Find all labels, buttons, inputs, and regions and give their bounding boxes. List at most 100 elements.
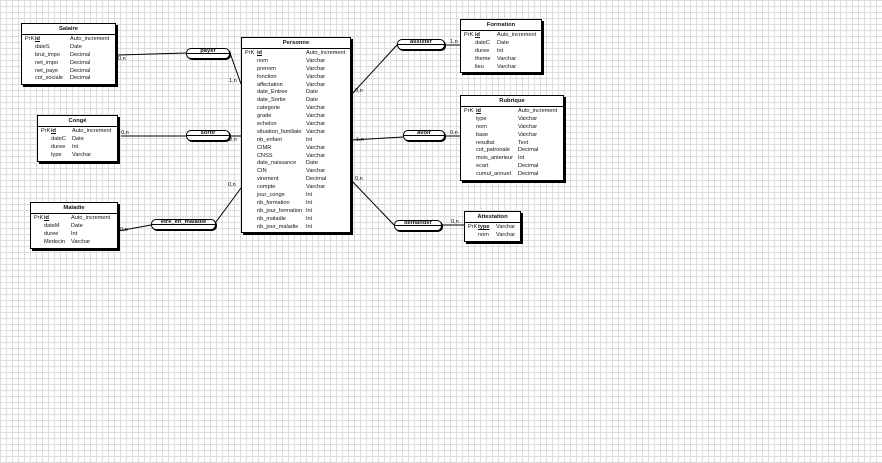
entity-title: Attestation: [465, 212, 520, 223]
attribute-type: Int: [306, 192, 313, 199]
attribute-name: nom: [478, 231, 489, 238]
link-line: [229, 52, 242, 85]
attribute-type: Varchar: [306, 57, 326, 64]
attribute-type: Decimal: [70, 67, 91, 74]
attribute-name: id: [51, 128, 56, 134]
attribute-name: nb_jour_formation: [257, 207, 303, 214]
attribute-name: type: [476, 115, 487, 122]
attribute-type: Int: [306, 199, 313, 206]
cardinality-label: 0,n: [228, 182, 236, 188]
cardinality-label: 0,n: [355, 88, 363, 94]
attribute-type: Varchar: [518, 131, 538, 138]
attribute-type: Auto_increment: [518, 108, 558, 114]
attribute-row: base Varchar: [461, 132, 563, 140]
attribute-type: Varchar: [306, 184, 326, 191]
attribute-key: PrK: [464, 32, 474, 38]
entity-title: Salaire: [22, 24, 115, 35]
attribute-name: fonction: [257, 73, 277, 80]
attribute-type: Decimal: [70, 51, 91, 58]
attribute-name: id: [44, 215, 49, 221]
attribute-type: Varchar: [496, 231, 516, 238]
attribute-type: Date: [70, 43, 82, 50]
attribute-type: Varchar: [72, 151, 92, 158]
attribute-name: nb_formation: [257, 199, 290, 206]
attribute-type: Date: [497, 39, 509, 46]
attribute-name: dateC: [475, 39, 490, 46]
attribute-type: Decimal: [518, 171, 539, 178]
attribute-name: base: [476, 131, 489, 138]
attribute-name: CIN: [257, 168, 267, 175]
attribute-type: Varchar: [306, 81, 326, 88]
association-label: payer: [200, 48, 216, 54]
attribute-type: Varchar: [497, 63, 517, 70]
association-demander[interactable]: demander: [394, 220, 442, 231]
cardinality-label: 0,n: [229, 137, 237, 143]
attribute-name: prenom: [257, 65, 276, 72]
entity-title: Rubrique: [461, 96, 563, 107]
attribute-type: Int: [306, 215, 313, 222]
attribute-name: type: [51, 151, 62, 158]
attribute-type: Date: [71, 222, 83, 229]
attribute-type: Varchar: [306, 65, 326, 72]
association-assister[interactable]: assister: [397, 39, 445, 50]
association-sortir[interactable]: sortir: [186, 130, 230, 141]
attribute-type: Date: [306, 97, 318, 104]
attribute-type: Decimal: [518, 163, 539, 170]
association-avoir[interactable]: avoir: [403, 130, 445, 141]
attribute-name: nom: [257, 57, 268, 64]
cardinality-label: 0,n: [120, 227, 128, 233]
attribute-type: Date: [306, 89, 318, 96]
entity-title: Congé: [38, 116, 117, 127]
attribute-type: Int: [306, 207, 313, 214]
link-line: [350, 44, 398, 96]
association-label: assister: [410, 39, 432, 45]
attribute-type: Varchar: [306, 113, 326, 120]
attribute-row: lieu Varchar: [461, 64, 541, 72]
attribute-type: Varchar: [518, 123, 538, 130]
attribute-name: echelon: [257, 121, 277, 128]
attribute-type: Decimal: [70, 59, 91, 66]
attribute-row: date_Entree Date: [242, 89, 350, 97]
attribute-type: Varchar: [306, 168, 326, 175]
association-etre-en-maladie[interactable]: etre_en_maladie: [151, 219, 216, 230]
attribute-key: PrK: [468, 224, 478, 230]
cardinality-label: 0,n: [450, 130, 458, 136]
attribute-name: virement: [257, 176, 279, 183]
link-line: [215, 187, 242, 223]
cardinality-label: 0,n: [355, 176, 363, 182]
attribute-name: lieu: [475, 63, 484, 70]
cardinality-label: 1,n: [450, 39, 458, 45]
attribute-name: duree: [44, 230, 59, 237]
attribute-row: prenom Varchar: [242, 66, 350, 74]
attribute-name: cot_patronale: [476, 147, 510, 154]
attribute-name: date_Entree: [257, 89, 288, 96]
attribute-type: Varchar: [306, 128, 326, 135]
attribute-type: Int: [72, 143, 79, 150]
association-payer[interactable]: payer: [186, 48, 230, 59]
entity-title: Maladie: [31, 203, 117, 214]
attribute-name: duree: [475, 47, 490, 54]
attribute-type: Date: [72, 135, 84, 142]
